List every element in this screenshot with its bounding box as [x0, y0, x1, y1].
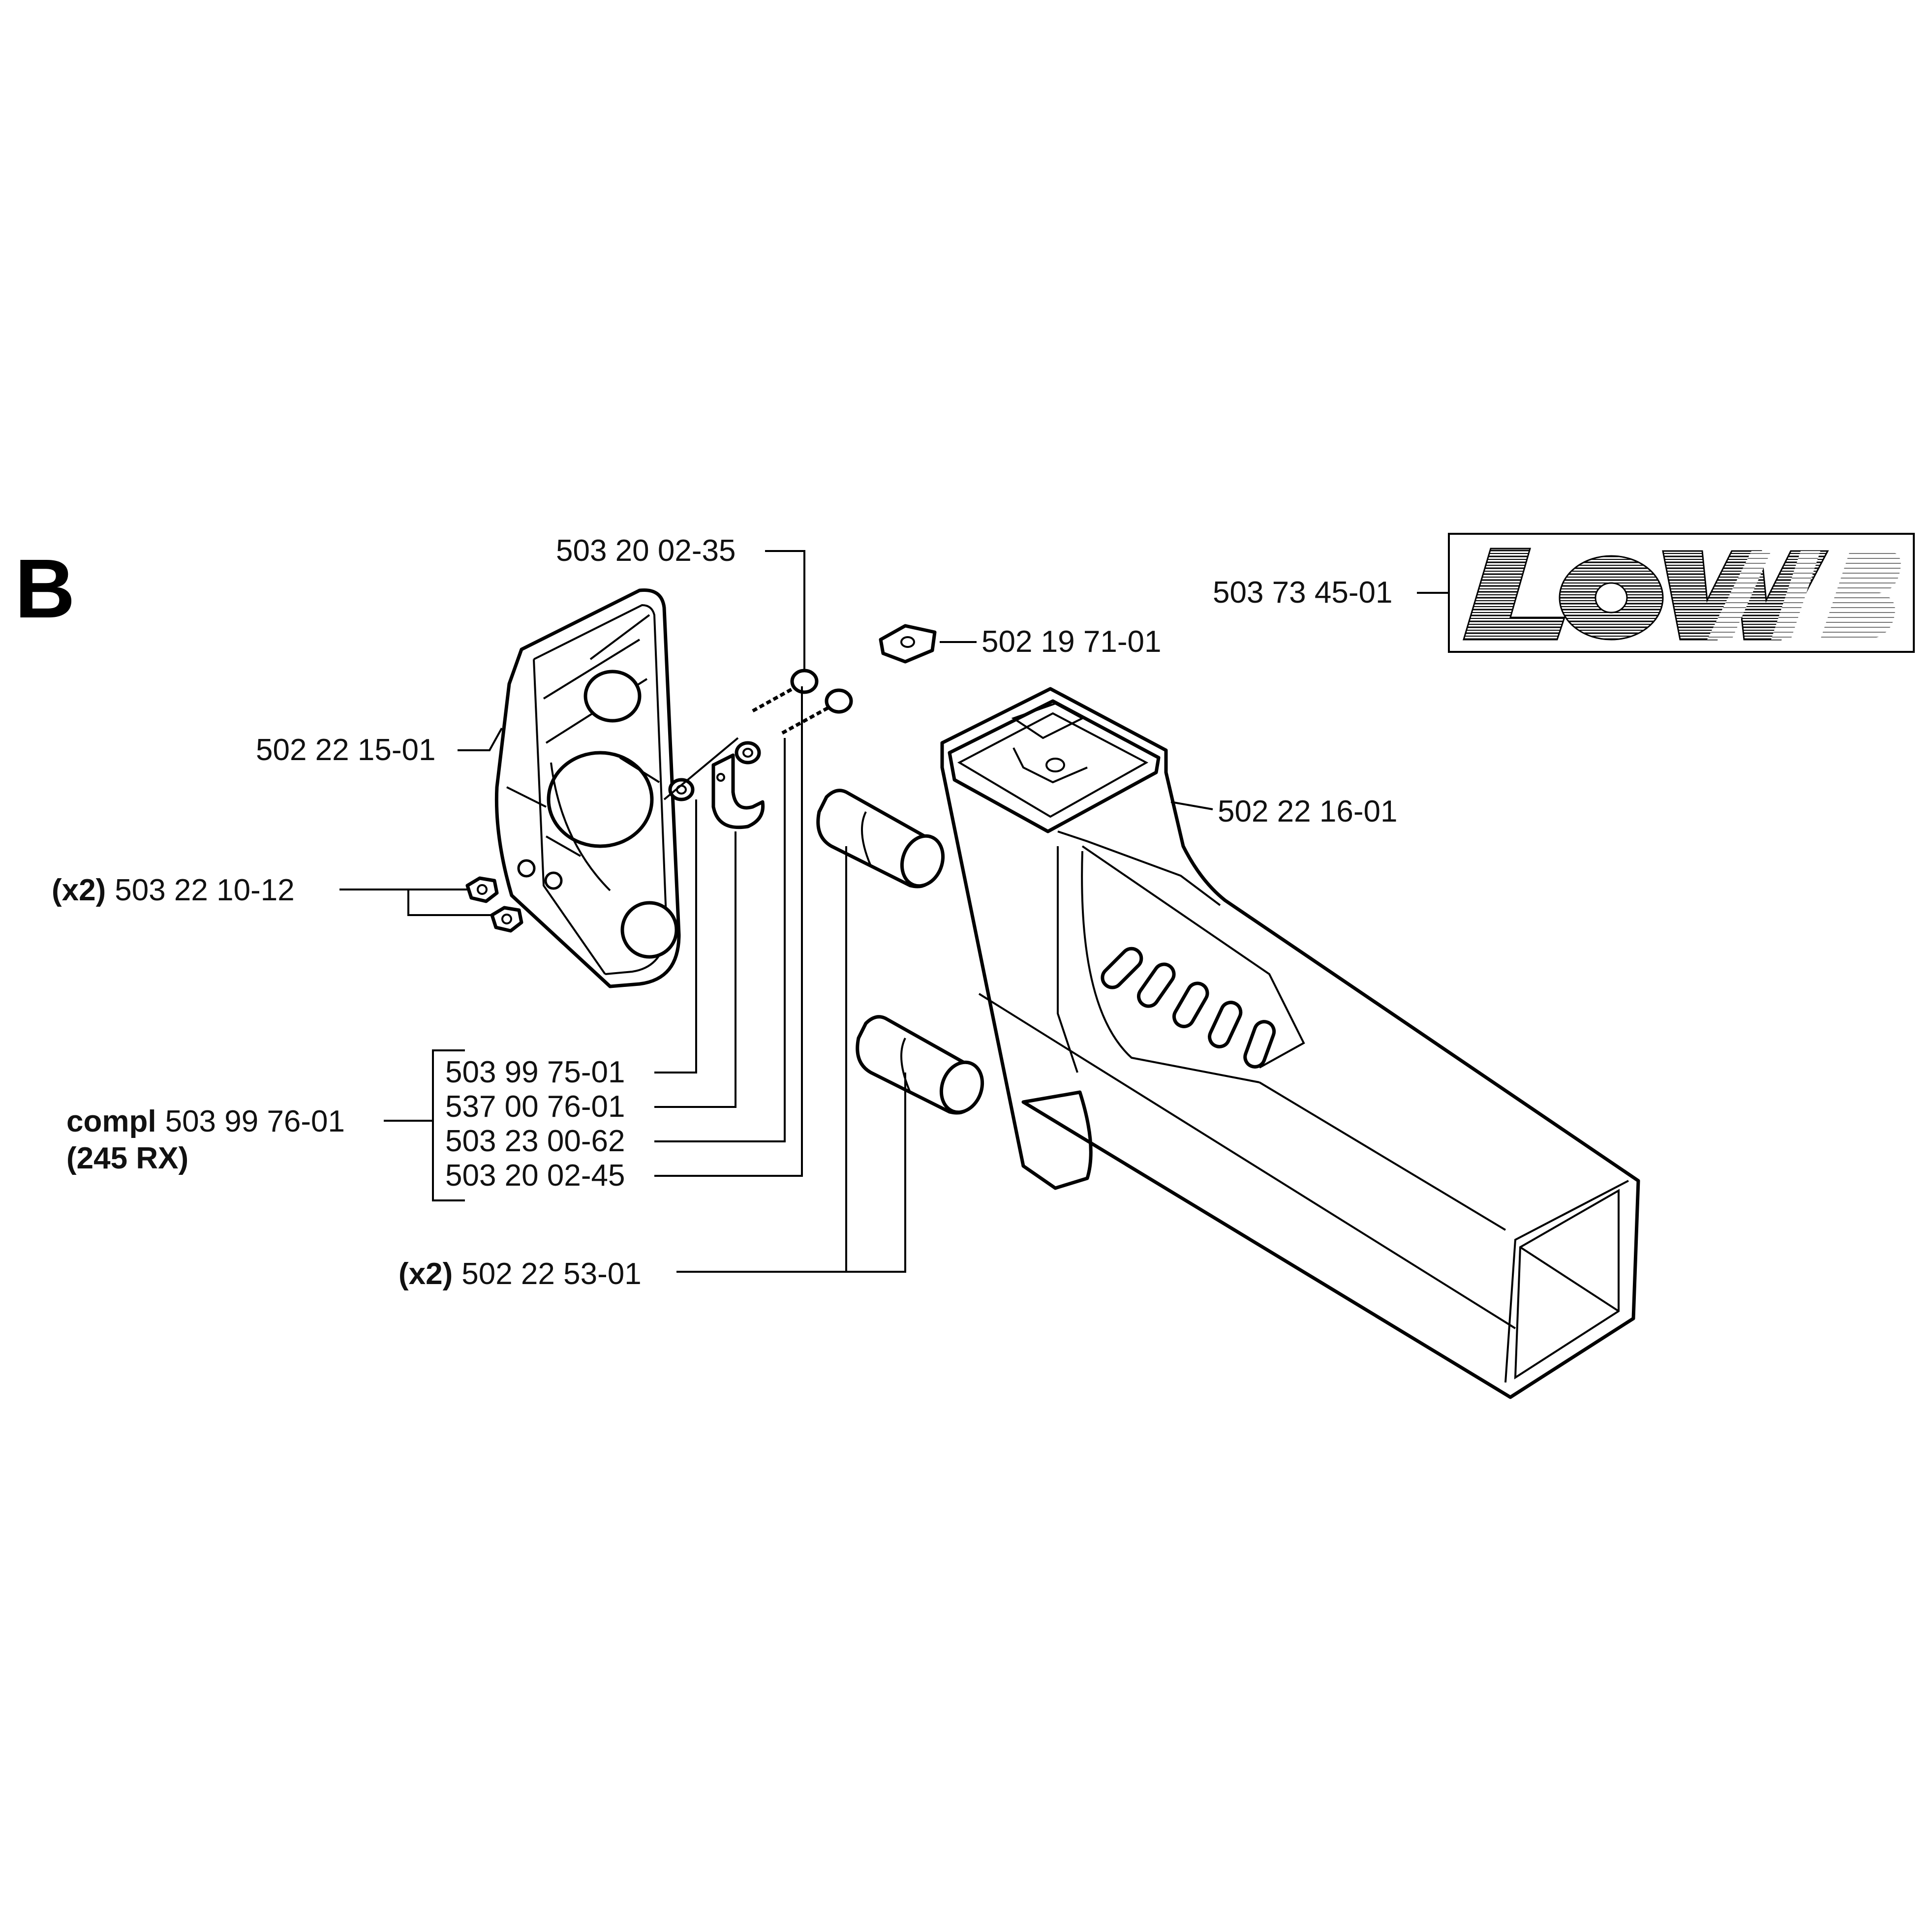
callout-dampers: (x2)502 22 53-01: [399, 1257, 642, 1291]
decal: [1448, 533, 1915, 653]
callout-kit-part: 503 99 76-01: [165, 1104, 345, 1138]
low-vib-logo: [1462, 548, 1901, 641]
callout-nuts-qty: (x2): [52, 873, 106, 907]
callout-kit-prefix: compl: [66, 1104, 156, 1138]
screw: [781, 688, 853, 735]
kit-item-3: 503 23 00-62: [445, 1124, 625, 1158]
leader-lines: [339, 550, 1449, 1273]
washer: [668, 778, 695, 801]
callout-nuts: (x2) 503 22 10-12: [52, 873, 295, 907]
front-handle: [940, 687, 1640, 1399]
vibration-damper-housing: [494, 588, 681, 988]
callout-dampers-qty: (x2): [399, 1257, 453, 1291]
kit-item-1: 503 99 75-01: [445, 1055, 625, 1089]
kit-item-2: 537 00 76-01: [445, 1090, 625, 1124]
screw: [752, 669, 819, 713]
rubber-damper: [856, 1015, 984, 1115]
callout-housing: 502 22 15-01: [256, 733, 435, 767]
callout-dampers-part: 502 22 53-01: [461, 1257, 641, 1291]
callout-kit: compl 503 99 76-01: [66, 1104, 345, 1138]
callout-screw-a: 503 20 02-35: [556, 534, 736, 568]
hex-nut: [490, 906, 523, 933]
bracket-clip: [711, 753, 765, 829]
callout-handle: 502 22 16-01: [1218, 795, 1397, 828]
hex-nut: [465, 876, 499, 903]
callout-decal: 503 73 45-01: [1213, 576, 1392, 610]
callout-kit-model: (245 RX): [66, 1141, 188, 1175]
square-nut: [879, 624, 937, 664]
washer: [735, 741, 761, 765]
callout-square-nut: 502 19 71-01: [981, 625, 1161, 659]
callout-nuts-part: 503 22 10-12: [115, 873, 294, 907]
grip-slot: [1101, 947, 1276, 1069]
kit-item-4: 503 20 02-45: [445, 1159, 625, 1193]
rubber-damper: [816, 789, 945, 889]
section-letter: B: [15, 542, 75, 636]
